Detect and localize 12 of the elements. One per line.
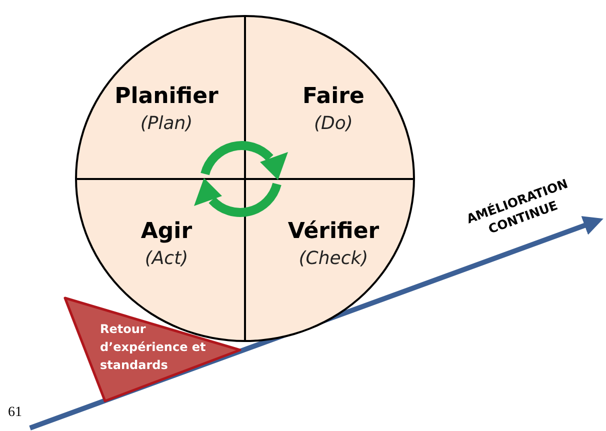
phase-title: Agir — [140, 218, 192, 246]
phase-subtitle: (Check) — [298, 246, 368, 270]
page-number: 61 — [8, 405, 22, 421]
quadrant — [77, 17, 245, 178]
phase-subtitle: (Act) — [144, 246, 188, 270]
quadrant — [245, 178, 413, 340]
phase-title: Vérifier — [288, 218, 380, 246]
phase-title: Planifier — [114, 83, 218, 111]
phase-subtitle: (Do) — [314, 112, 353, 136]
phase-subtitle: (Plan) — [140, 112, 193, 136]
phase-title: Faire — [302, 83, 364, 111]
wedge-text: Retour d’expérience et standards — [100, 321, 207, 374]
